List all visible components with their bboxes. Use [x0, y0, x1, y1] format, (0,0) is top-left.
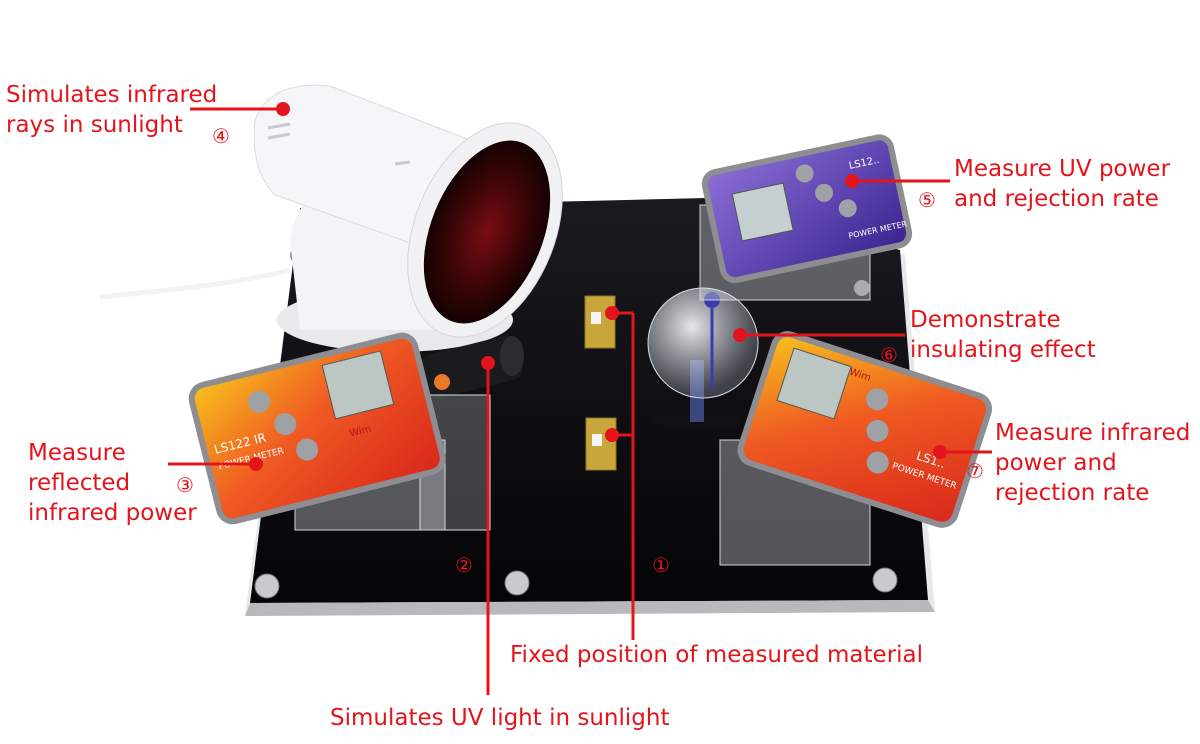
callout-4-line1: Simulates infrared — [6, 82, 218, 108]
callout-4-line2: rays in sunlight — [6, 112, 183, 138]
callout-uv-meter: Measure UV power and rejection rate — [954, 154, 1170, 214]
callout-5-number: ⑤ — [918, 188, 936, 212]
callout-ir-reflection-meter: Measure reflected infrared power — [28, 438, 197, 528]
callout-2-number: ② — [455, 553, 473, 577]
callout-6-line1: Demonstrate — [910, 307, 1061, 333]
callout-infrared-lamp: Simulates infrared rays in sunlight — [6, 80, 217, 140]
ir-reflection-meter: LS122 IR POWER METER Wim — [188, 332, 446, 531]
callout-radiometer: Demonstrate insulating effect — [910, 305, 1096, 365]
callout-3-line3: infrared power — [28, 500, 197, 526]
lamp-cable — [99, 267, 291, 300]
callout-3-line1: Measure — [28, 440, 126, 466]
callout-7-line2: power and — [995, 450, 1117, 476]
uv-meter: LS12.. POWER METER — [699, 134, 913, 301]
callout-6-number: ⑥ — [880, 343, 898, 367]
callout-3-line2: reflected — [28, 470, 131, 496]
callout-5-line1: Measure UV power — [954, 156, 1171, 182]
callout-fixed-position: Fixed position of measured material — [510, 642, 924, 668]
callout-4-number: ④ — [212, 124, 230, 148]
sample-clamps — [584, 295, 617, 471]
callout-ir-transmission-meter: Measure infrared power and rejection rat… — [995, 418, 1190, 508]
callout-uv-light: Simulates UV light in sunlight — [330, 705, 670, 731]
callout-7-line1: Measure infrared — [995, 420, 1191, 446]
infrared-lamp — [253, 84, 563, 338]
callout-1-number: ① — [652, 553, 670, 577]
callout-6-line2: insulating effect — [910, 337, 1096, 363]
callout-7-line3: rejection rate — [995, 480, 1150, 506]
callout-5-line2: and rejection rate — [954, 186, 1159, 212]
callout-leaders — [168, 102, 992, 695]
ir-meter-brand: Wim — [348, 424, 372, 440]
callout-7-number: ⑦ — [966, 459, 984, 483]
callout-3-number: ③ — [176, 473, 194, 497]
radiometer-globe — [647, 287, 759, 430]
ir-transmission-meter: LS1.. POWER METER Wim — [719, 331, 993, 566]
